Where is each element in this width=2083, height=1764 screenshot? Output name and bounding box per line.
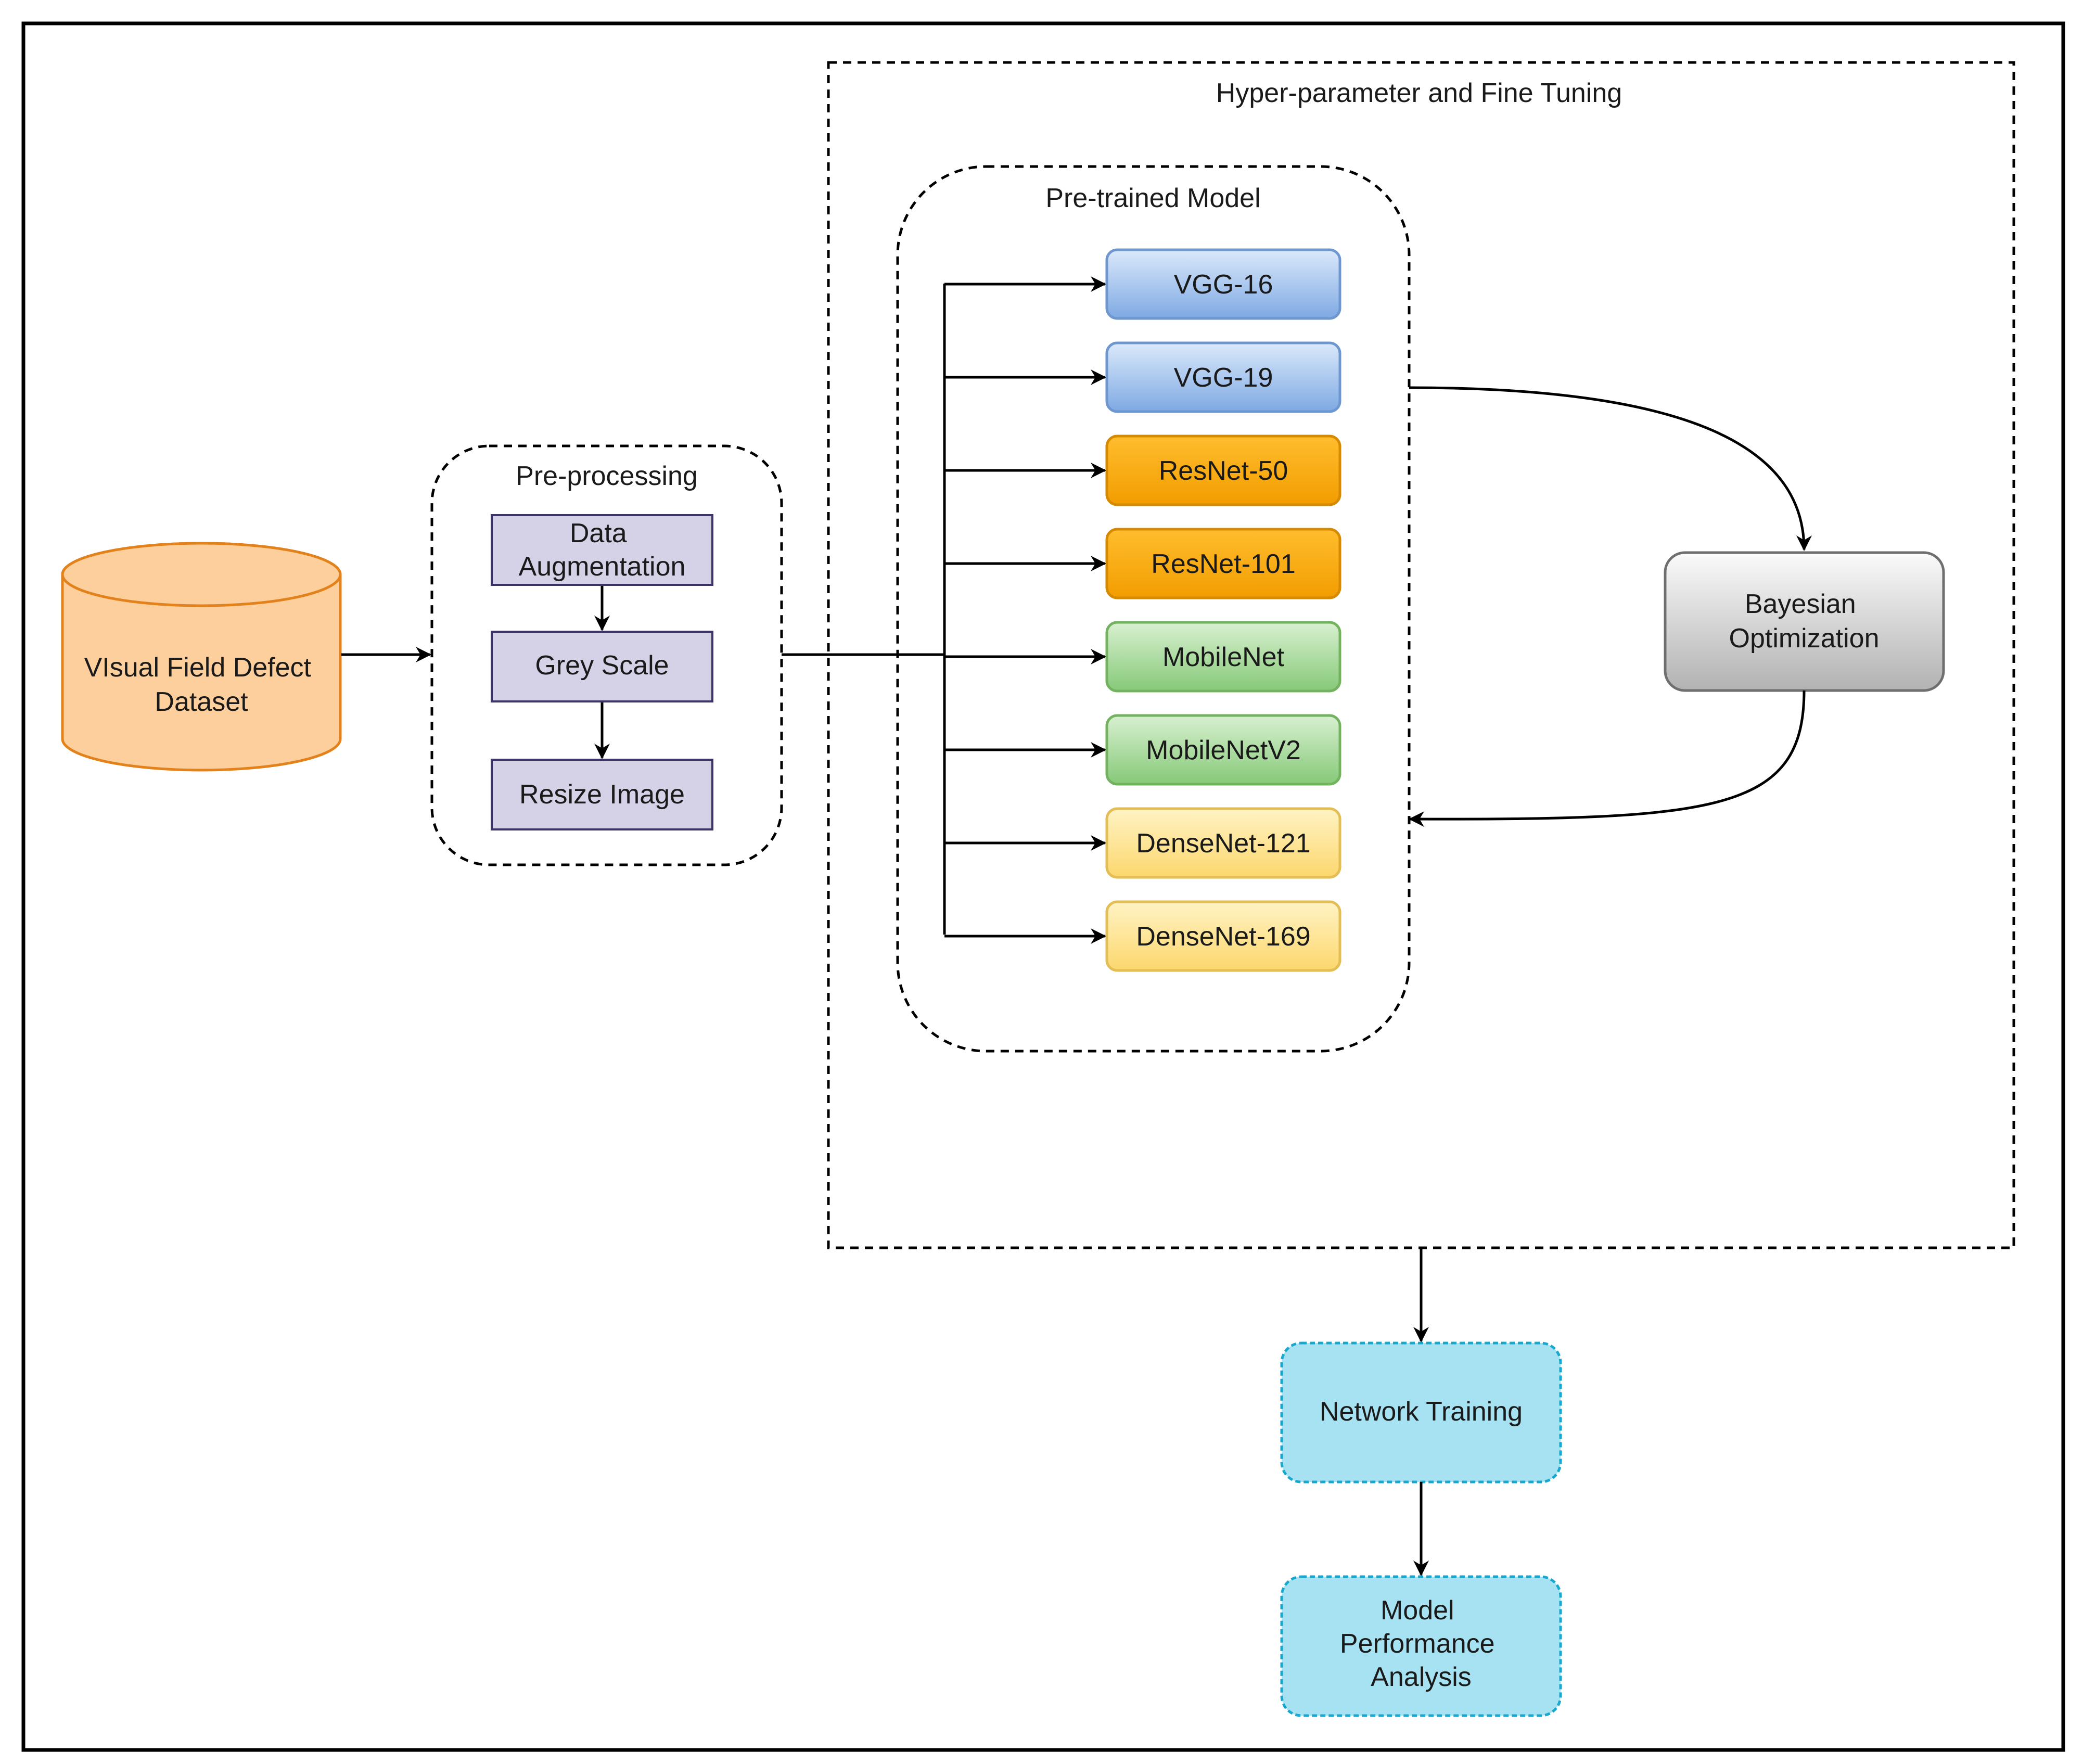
- model-node-resnet-50: ResNet-50: [1105, 434, 1341, 506]
- model-node-densenet-169: DenseNet-169: [1105, 900, 1341, 972]
- step-grey-scale-box: [491, 631, 713, 702]
- model-box-vgg-19: [1105, 341, 1341, 413]
- pretrained-model-group: [896, 165, 1411, 1053]
- model-node-mobilenetv2: MobileNetV2: [1105, 714, 1341, 786]
- arrow-models-to-optimizer: [1409, 386, 1812, 551]
- model-box-resnet-50: [1105, 434, 1341, 506]
- model-label-resnet-50: ResNet-50: [1159, 456, 1288, 486]
- dataset-label: VIsual Field Defect Dataset: [84, 653, 319, 717]
- preprocessing-group-label: Pre-processing: [516, 461, 698, 491]
- model-node-mobilenet: MobileNet: [1105, 621, 1341, 693]
- dataset-label-line: Dataset: [155, 687, 248, 717]
- model-box-vgg-16: [1105, 248, 1341, 320]
- branch-arrows: [944, 276, 1106, 944]
- bayesian-optimization-label: Bayesian Optimization: [1729, 589, 1880, 654]
- analysis-label-line: Performance: [1340, 1629, 1495, 1659]
- step-label-line: Augmentation: [519, 552, 686, 582]
- arrow-optimizer-to-models: [1409, 690, 1806, 827]
- model-label-mobilenetv2: MobileNetV2: [1146, 735, 1301, 765]
- hyper-parameter-group-label: Hyper-parameter and Fine Tuning: [1216, 78, 1622, 108]
- connectors: [341, 284, 1812, 1576]
- pretrained-model-group-label: Pre-trained Model: [1045, 183, 1260, 213]
- model-node-vgg-19: VGG-19: [1105, 341, 1341, 413]
- model-label-densenet-121: DenseNet-121: [1136, 828, 1310, 859]
- optimizer-label-line: Bayesian: [1745, 589, 1856, 619]
- model-box-densenet-121: [1105, 807, 1341, 879]
- step-resize-image: Resize Image: [491, 759, 713, 830]
- model-label-vgg-16: VGG-16: [1174, 270, 1273, 300]
- dataset-cylinder: VIsual Field Defect Dataset: [61, 542, 342, 772]
- analysis-label-line: Analysis: [1371, 1662, 1472, 1692]
- dataset-cylinder-top: [61, 542, 342, 607]
- model-performance-analysis-node: Model Performance Analysis: [1280, 1575, 1562, 1717]
- step-grey-scale-label: Grey Scale: [535, 650, 669, 681]
- step-grey-scale: Grey Scale: [491, 631, 713, 702]
- step-resize-image-box: [491, 759, 713, 830]
- model-node-vgg-16: VGG-16: [1105, 248, 1341, 320]
- dataset-label-line: VIsual Field Defect: [84, 653, 312, 683]
- model-node-resnet-101: ResNet-101: [1105, 528, 1341, 599]
- step-data-augmentation: Data Augmentation: [491, 514, 713, 586]
- model-performance-analysis-box: [1280, 1575, 1562, 1717]
- model-performance-analysis-label: Model Performance Analysis: [1340, 1595, 1502, 1692]
- model-label-densenet-169: DenseNet-169: [1136, 922, 1310, 952]
- outer-border: [21, 21, 2065, 1752]
- model-label-mobilenet: MobileNet: [1162, 642, 1285, 672]
- model-box-mobilenetv2: [1105, 714, 1341, 786]
- model-box-densenet-169: [1105, 900, 1341, 972]
- preprocessing-group: [430, 444, 783, 866]
- optimizer-label-line: Optimization: [1729, 623, 1880, 654]
- step-data-augmentation-box: [491, 514, 713, 586]
- bayesian-optimization-node: Bayesian Optimization: [1664, 551, 1945, 692]
- step-resize-image-label: Resize Image: [519, 779, 685, 810]
- model-label-resnet-101: ResNet-101: [1151, 549, 1295, 579]
- step-data-augmentation-label: Data Augmentation: [519, 518, 686, 582]
- model-label-vgg-19: VGG-19: [1174, 363, 1273, 393]
- model-box-mobilenet: [1105, 621, 1341, 693]
- model-box-resnet-101: [1105, 528, 1341, 599]
- bayesian-optimization-box: [1664, 551, 1945, 692]
- network-training-label: Network Training: [1320, 1397, 1523, 1427]
- analysis-label-line: Model: [1381, 1595, 1454, 1626]
- models-layer: VGG-16VGG-19ResNet-50ResNet-101MobileNet…: [1105, 248, 1341, 972]
- model-node-densenet-121: DenseNet-121: [1105, 807, 1341, 879]
- network-training-node: Network Training: [1280, 1341, 1562, 1484]
- step-label-line: Data: [570, 518, 627, 548]
